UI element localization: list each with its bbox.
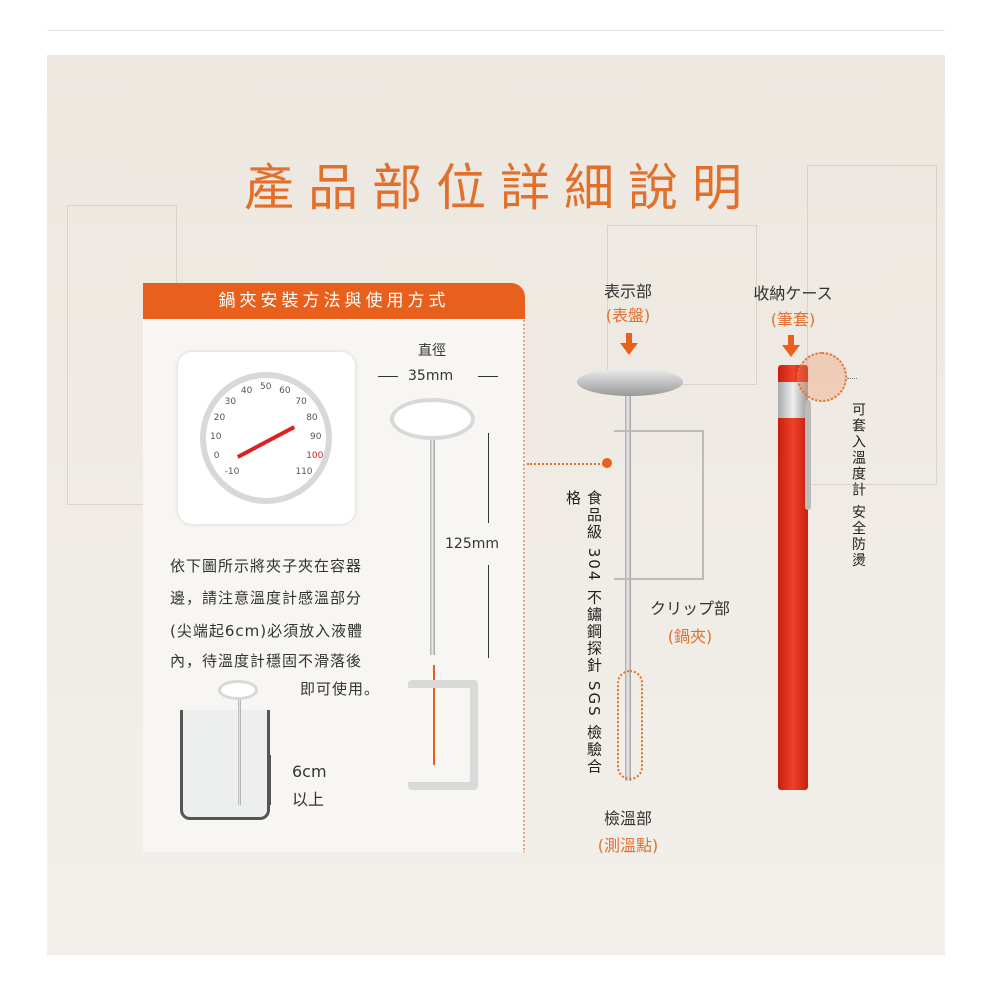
diameter-label: 直徑 [418, 343, 446, 359]
length-value: 125mm [445, 536, 499, 552]
display-sublabel: (表盤) [605, 306, 651, 325]
dial-number: 80 [306, 412, 318, 423]
case-highlight [797, 352, 847, 402]
dial-number: 50 [260, 382, 272, 392]
thermometer-probe [430, 440, 435, 655]
arrow-down-icon [626, 333, 632, 343]
probe-highlight [617, 670, 643, 780]
dial-number: 110 [295, 467, 313, 478]
panel-header: 鍋夾安裝方法與使用方式 [143, 283, 525, 319]
case-sublabel: (筆套) [770, 310, 816, 329]
dial-number: 30 [224, 396, 237, 407]
dimension-line [378, 376, 398, 377]
probe-sublabel: (測溫點) [597, 836, 659, 855]
instruction-line: 邊，請注意溫度計感溫部分 [170, 589, 363, 607]
clip-image [408, 680, 478, 790]
dial-number: 60 [279, 385, 291, 396]
display-label: 表示部 [603, 282, 652, 301]
pocket-clip [805, 400, 811, 510]
thermometer-probe [238, 700, 241, 805]
instruction-line: (尖端起6cm)必須放入液體 [170, 622, 364, 640]
instruction-line: 即可使用。 [300, 680, 381, 698]
arrow-down-icon [788, 335, 794, 345]
dimension-line [478, 376, 498, 377]
thermometer-dial [218, 680, 258, 700]
dimension-line [488, 433, 489, 523]
clip-sublabel: (鍋夾) [667, 627, 713, 646]
insert-direction-arrow [433, 665, 435, 765]
instruction-line: 依下圖所示將夾子夾在容器 [170, 557, 363, 575]
material-note: 食品級 304 不鏽鋼探針 SGS 檢驗合格 [564, 490, 603, 776]
background-building [807, 165, 937, 485]
depth-value: 6cm [292, 762, 327, 781]
thermometer-probe [625, 396, 631, 781]
pot-clip [614, 430, 704, 580]
leader-line [847, 378, 857, 379]
dimension-line [488, 565, 489, 658]
arrow-down-icon [620, 343, 638, 355]
top-divider [47, 30, 945, 31]
case-label: 收納ケース [753, 284, 833, 303]
case-note: 可套入溫度計 安全防燙 [850, 402, 866, 569]
dial-number: 40 [240, 385, 253, 396]
dial-number: 20 [213, 412, 226, 423]
dial-number: 100 [306, 451, 324, 462]
dial-needle [236, 425, 296, 459]
leader-line [527, 463, 607, 465]
container-illustration [180, 710, 270, 820]
probe-label: 檢溫部 [603, 809, 652, 828]
depth-suffix: 以上 [292, 790, 325, 809]
diameter-value: 35mm [408, 368, 454, 384]
storage-case [778, 365, 808, 790]
instruction-line: 內，待溫度計穩固不滑落後 [170, 652, 363, 670]
page-title: 產品部位詳細說明 [244, 159, 756, 217]
dial-number: -10 [224, 467, 240, 478]
dial-number: 90 [310, 432, 322, 442]
dial-number: 70 [295, 396, 307, 407]
thermometer-dial [577, 368, 683, 396]
thermometer-dial [390, 398, 475, 440]
dimension-line [270, 755, 271, 805]
clip-label: クリップ部 [649, 599, 730, 618]
dial-number: 10 [210, 432, 222, 442]
arrow-down-icon [782, 345, 800, 357]
marker-dot [602, 458, 612, 468]
dial-number: 0 [213, 451, 220, 462]
